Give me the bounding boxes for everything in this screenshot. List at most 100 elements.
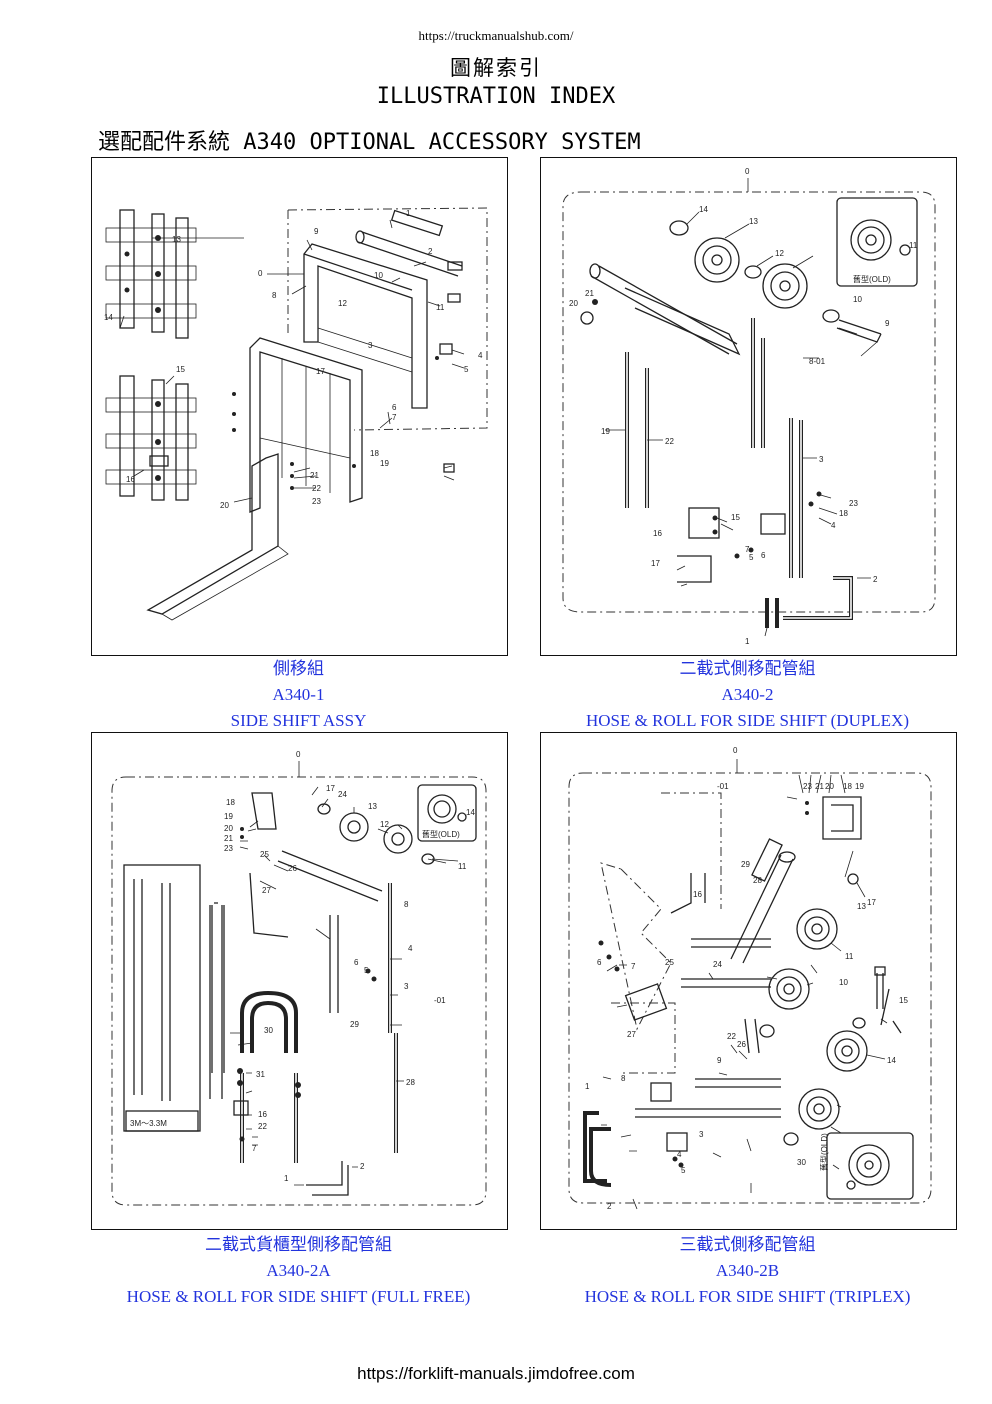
cylinder bbox=[580, 263, 741, 356]
label-26: 26 bbox=[288, 864, 297, 873]
side-shift-frame bbox=[303, 243, 428, 409]
old-label: 舊型(OLD) bbox=[422, 829, 460, 839]
label-2: 2 bbox=[428, 247, 433, 256]
label-13: 13 bbox=[857, 902, 866, 911]
label-22: 22 bbox=[258, 1122, 267, 1131]
caption-code: A340-1 bbox=[272, 685, 325, 704]
label-15: 15 bbox=[176, 365, 185, 374]
label-17: 17 bbox=[316, 367, 325, 376]
label-27: 27 bbox=[627, 1030, 636, 1039]
label-5: 5 bbox=[364, 966, 369, 975]
label-15: 15 bbox=[731, 513, 740, 522]
bracket bbox=[805, 796, 862, 885]
label-20: 20 bbox=[825, 782, 834, 791]
label-11: 11 bbox=[436, 303, 445, 312]
label-2: 2 bbox=[873, 575, 878, 584]
label-30: 30 bbox=[264, 1026, 273, 1035]
label-21: 21 bbox=[310, 471, 319, 480]
label-12: 12 bbox=[338, 299, 347, 308]
bottom-url[interactable]: https://forklift-manuals.jimdofree.com bbox=[357, 1364, 635, 1383]
label-10: 10 bbox=[374, 271, 383, 280]
label-31: 31 bbox=[256, 1070, 265, 1079]
label-27: 27 bbox=[262, 886, 271, 895]
label-8: 8 bbox=[621, 1074, 626, 1083]
label-26: 26 bbox=[737, 1040, 746, 1049]
triplex-drawing: 舊型(OLD) bbox=[568, 746, 932, 1211]
duplex-drawing: 舊型(OLD) bbox=[562, 167, 936, 646]
label-20: 20 bbox=[224, 824, 233, 833]
label-25: 25 bbox=[665, 958, 674, 967]
label-1: 1 bbox=[284, 1174, 289, 1183]
label-11: 11 bbox=[458, 862, 467, 871]
label-8: 8 bbox=[272, 291, 277, 300]
label-6: 6 bbox=[597, 958, 602, 967]
diagram-side-shift-assy: 0 1 2 3 4 5 6 7 8 9 10 11 12 13 14 15 16… bbox=[91, 157, 508, 656]
label-23: 23 bbox=[312, 497, 321, 506]
label-13: 13 bbox=[749, 217, 758, 226]
title-english: ILLUSTRATION INDEX bbox=[376, 84, 616, 109]
label-22: 22 bbox=[312, 484, 321, 493]
label-17: 17 bbox=[867, 898, 876, 907]
label-23: 23 bbox=[224, 844, 233, 853]
label-0: 0 bbox=[733, 746, 738, 755]
label-18: 18 bbox=[370, 449, 379, 458]
label-1: 1 bbox=[745, 637, 750, 646]
label-4: 4 bbox=[478, 351, 483, 360]
fork bbox=[146, 453, 289, 621]
label-12: 12 bbox=[380, 820, 389, 829]
caption-side-shift: 側移組 A340-1 SIDE SHIFT ASSY bbox=[91, 656, 506, 734]
label-25: 25 bbox=[260, 850, 269, 859]
side-shift-shaft bbox=[355, 209, 463, 277]
label-20: 20 bbox=[569, 299, 578, 308]
label-18: 18 bbox=[226, 798, 235, 807]
caption-cn: 二截式貨櫃型側移配管組 bbox=[205, 1235, 392, 1254]
label-2: 2 bbox=[607, 1202, 612, 1211]
cylinder bbox=[730, 838, 796, 964]
hoses bbox=[211, 883, 398, 1196]
hardware bbox=[233, 968, 377, 1142]
label-15: 15 bbox=[899, 996, 908, 1005]
label-19: 19 bbox=[224, 812, 233, 821]
label-16: 16 bbox=[693, 890, 702, 899]
caption-full-free: 二截式貨櫃型側移配管組 A340-2A HOSE & ROLL FOR SIDE… bbox=[91, 1232, 506, 1310]
top-url[interactable]: https://truckmanualshub.com/ bbox=[418, 28, 574, 43]
part-labels: 0 1 2 3 4 5 6 7 8 11 12 13 14 16 17 18 1… bbox=[224, 750, 475, 1183]
hoses bbox=[625, 318, 853, 628]
old-label: 舊型(OLD) bbox=[819, 1133, 829, 1171]
label-7: 7 bbox=[392, 413, 397, 422]
carriage-lower bbox=[105, 375, 197, 501]
label-6: 6 bbox=[392, 403, 397, 412]
label-29: 29 bbox=[350, 1020, 359, 1029]
label-17: 17 bbox=[651, 559, 660, 568]
label-12: 12 bbox=[775, 249, 784, 258]
label-20: 20 bbox=[220, 501, 229, 510]
label-22: 22 bbox=[665, 437, 674, 446]
label-14: 14 bbox=[699, 205, 708, 214]
label-17: 17 bbox=[326, 784, 335, 793]
label-29: 29 bbox=[741, 860, 750, 869]
cylinder bbox=[249, 850, 383, 938]
label-3: 3 bbox=[819, 455, 824, 464]
manifold bbox=[677, 491, 822, 583]
label-9: 9 bbox=[885, 319, 890, 328]
rollers bbox=[317, 803, 435, 865]
rollers bbox=[759, 908, 886, 1146]
label-10: 10 bbox=[839, 978, 848, 987]
label-2: 2 bbox=[360, 1162, 365, 1171]
rollers bbox=[669, 220, 882, 343]
label-11: 11 bbox=[845, 952, 854, 961]
label-19: 19 bbox=[380, 459, 389, 468]
label-7: 7 bbox=[252, 1144, 257, 1153]
label-6: 6 bbox=[761, 551, 766, 560]
label-13: 13 bbox=[368, 802, 377, 811]
caption-cn: 二截式側移配管組 bbox=[679, 659, 816, 678]
label-16: 16 bbox=[653, 529, 662, 538]
hoses bbox=[583, 792, 781, 1187]
label-16: 16 bbox=[258, 1110, 267, 1119]
caption-duplex: 二截式側移配管組 A340-2 HOSE & ROLL FOR SIDE SHI… bbox=[540, 656, 955, 734]
label-0: 0 bbox=[258, 269, 263, 278]
caption-code: A340-2A bbox=[266, 1261, 331, 1280]
part-labels: 0 1 2 3 4 5 6 7 8 9 10 11 12 13 14 15 16… bbox=[104, 209, 483, 510]
caption-en: HOSE & ROLL FOR SIDE SHIFT (FULL FREE) bbox=[126, 1287, 471, 1306]
label-0: 0 bbox=[296, 750, 301, 759]
